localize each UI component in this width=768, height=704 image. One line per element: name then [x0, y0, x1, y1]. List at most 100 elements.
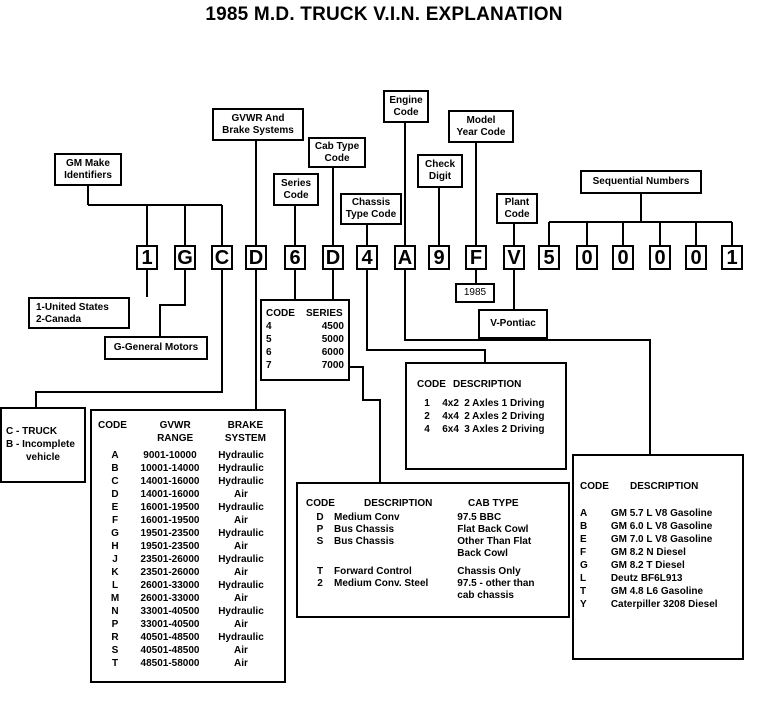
header-code: CODE — [580, 481, 609, 492]
header-gvwr-range: GVWR RANGE — [138, 419, 213, 445]
table-row: 6 6000 — [266, 346, 344, 359]
gvwr-range-cell: 19501-23500 — [140, 541, 200, 552]
brake-system-cell: Air — [234, 619, 248, 630]
series-cell: 7000 — [321, 360, 344, 371]
vin-char-9: 9 — [428, 245, 450, 270]
description-cell: GM 5.7 L V8 Gasoline — [610, 508, 713, 519]
brake-system-cell: Hydraulic — [218, 580, 264, 591]
manufacturer-box: G-General Motors — [104, 336, 208, 360]
code-cell: 5 — [266, 334, 272, 345]
cab-type-cell: 97.5 - other than — [457, 578, 535, 589]
code-cell: A — [111, 450, 119, 461]
diagram-title: 1985 M.D. TRUCK V.I.N. EXPLANATION — [205, 4, 563, 25]
brake-system-cell: Air — [234, 541, 248, 552]
code-cell: 7 — [266, 360, 272, 371]
cab-type-cell: cab chassis — [457, 590, 514, 601]
table-row: cab chassis — [306, 590, 560, 602]
cab-type-cell: 97.5 BBC — [457, 512, 502, 523]
vin-char-17: 1 — [721, 245, 743, 270]
drive-cell: 4x4 — [442, 411, 459, 422]
series-cell: 6000 — [321, 347, 344, 358]
drive-cell: 6x4 — [442, 424, 459, 435]
brake-system-cell: Hydraulic — [218, 450, 264, 461]
series-table-header: CODE SERIES — [266, 307, 344, 320]
header-system: SYSTEM — [224, 433, 266, 444]
description-cell: GM 8.2 N Diesel — [610, 547, 686, 558]
code-cell: J — [112, 554, 118, 565]
code-cell — [306, 590, 334, 602]
table-row: M 26001-33000 Air — [98, 592, 278, 605]
code-cell: P — [316, 524, 324, 535]
table-row: 7 7000 — [266, 359, 344, 372]
code-cell: 4 — [424, 424, 430, 435]
vin-char-13: 0 — [576, 245, 598, 270]
gvwr-range-cell: 33001-40500 — [140, 619, 200, 630]
brake-system-cell: Hydraulic — [218, 632, 264, 643]
description-cell: Medium Conv. Steel — [334, 578, 429, 589]
brake-system-cell: Air — [234, 567, 248, 578]
table-row: P 33001-40500 Air — [98, 618, 278, 631]
gvwr-range-cell: 19501-23500 — [140, 528, 200, 539]
code-cell: T — [111, 658, 119, 669]
description-cell: GM 7.0 L V8 Gasoline — [610, 534, 713, 545]
header-description: DESCRIPTION — [630, 481, 699, 492]
description-cell: Medium Conv — [334, 512, 400, 523]
type-incomplete: B - Incomplete — [6, 439, 75, 450]
gvwr-range-cell: 9001-10000 — [143, 450, 197, 461]
code-cell: 6 — [266, 347, 272, 358]
vehicle-type-box: C - TRUCK B - Incomplete vehicle — [0, 407, 86, 483]
vin-char-2: G — [174, 245, 196, 270]
header-code: CODE — [306, 498, 335, 509]
cab-table-header: CODE DESCRIPTION CAB TYPE — [306, 498, 560, 510]
gvwr-range-cell: 26001-33000 — [140, 593, 200, 604]
header-series: SERIES — [306, 308, 343, 319]
series-cell: 4500 — [321, 321, 344, 332]
vin-char-15: 0 — [649, 245, 671, 270]
code-cell: G — [580, 560, 588, 571]
plant-value: V-Pontiac — [478, 309, 548, 339]
table-row: A 9001-10000 Hydraulic — [98, 449, 278, 462]
gvwr-range-cell: 23501-26000 — [140, 554, 200, 565]
description-cell — [334, 590, 457, 602]
vin-char-10: F — [465, 245, 487, 270]
code-cell: P — [111, 619, 119, 630]
header-cab-type: CAB TYPE — [468, 498, 519, 509]
gm-make-label: GM Make Identifiers — [54, 153, 122, 186]
header-code: CODE — [266, 308, 295, 319]
code-cell: D — [111, 489, 119, 500]
cab-type-cell: Other Than Flat — [457, 536, 532, 547]
code-cell: L — [111, 580, 119, 591]
code-cell: M — [110, 593, 120, 604]
header-code: CODE — [417, 379, 446, 390]
gvwr-range-cell: 33001-40500 — [140, 606, 200, 617]
code-cell: C — [111, 476, 119, 487]
brake-system-cell: Air — [234, 593, 248, 604]
code-cell: T — [316, 566, 324, 577]
header-brake: BRAKE — [227, 420, 264, 431]
code-cell: L — [580, 573, 587, 584]
description-cell: Caterpiller 3208 Diesel — [610, 599, 718, 610]
code-cell: S — [111, 645, 119, 656]
code-cell: T — [580, 586, 587, 597]
header-description: DESCRIPTION — [364, 498, 433, 509]
code-cell: H — [111, 541, 119, 552]
code-cell: F — [580, 547, 587, 558]
header-description: DESCRIPTION — [453, 379, 522, 390]
